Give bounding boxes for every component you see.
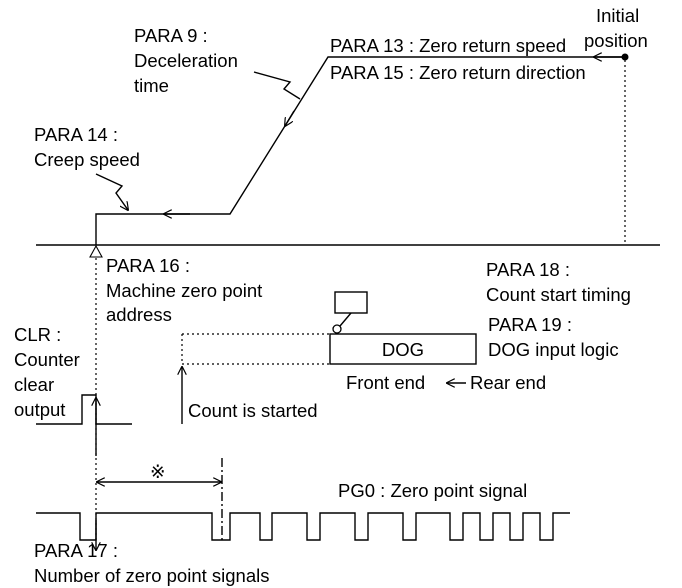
front-end-label: Front end	[346, 372, 425, 393]
clr-label-line4: output	[14, 399, 65, 420]
para16-label: PARA 16 :	[106, 255, 190, 276]
para18-label: PARA 18 :	[486, 259, 570, 280]
para9-leader	[253, 71, 301, 100]
profile-decel-arrow	[285, 110, 295, 126]
para16-label-line3: address	[106, 304, 172, 325]
dog-switch-body	[334, 291, 368, 314]
clr-signal	[36, 394, 132, 425]
para9-label-line3: time	[134, 75, 169, 96]
pg0-label: PG0 : Zero point signal	[338, 480, 527, 501]
para9-label: PARA 9 :	[134, 25, 208, 46]
para14-label-line2: Creep speed	[34, 149, 140, 170]
para17-label-line2: Number of zero point signals	[34, 565, 269, 586]
reference-mark: ※	[150, 461, 166, 482]
count-started-label: Count is started	[188, 400, 318, 421]
para19-label: PARA 19 :	[488, 314, 572, 335]
para9-label-line2: Deceleration	[134, 50, 238, 71]
dog-switch-roller	[332, 324, 342, 334]
clr-label-line2: Counter	[14, 349, 80, 370]
para19-label-line2: DOG input logic	[488, 339, 619, 360]
dog-block	[329, 333, 477, 365]
para15-label: PARA 15 : Zero return direction	[330, 62, 586, 83]
rear-end-label: Rear end	[470, 372, 546, 393]
clr-label-line3: clear	[14, 374, 54, 395]
clr-label: CLR :	[14, 324, 61, 345]
para17-label: PARA 17 :	[34, 540, 118, 561]
para14-leader	[95, 173, 128, 210]
para18-label-line2: Count start timing	[486, 284, 631, 305]
machine-zero-marker	[89, 244, 103, 258]
para14-label: PARA 14 :	[34, 124, 118, 145]
initial-position-marker	[621, 53, 629, 61]
pg0-signal	[36, 512, 570, 541]
initial-position-label: Initial	[596, 5, 639, 26]
initial-position-label-line2: position	[584, 30, 648, 51]
dog-switch-lever	[339, 312, 352, 327]
para13-label: PARA 13 : Zero return speed	[330, 35, 566, 56]
para16-label-line2: Machine zero point	[106, 280, 262, 301]
speed-profile	[95, 56, 624, 245]
dog-label: DOG	[382, 339, 424, 360]
